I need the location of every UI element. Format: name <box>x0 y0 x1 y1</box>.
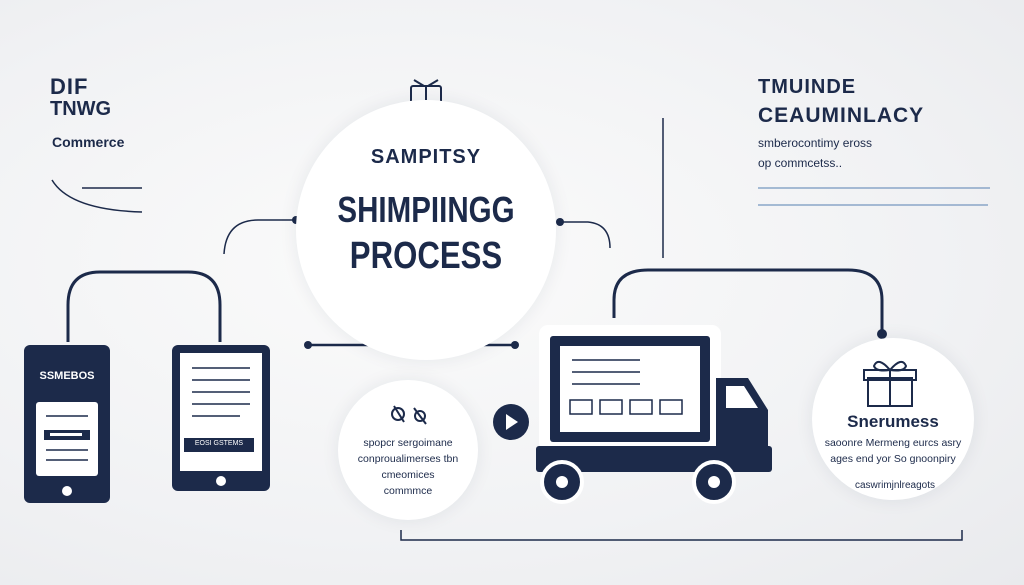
right-circle-line-2: ages end yor So gnoonpiry <box>830 453 956 465</box>
service-icon <box>391 405 427 425</box>
right-circle-footer: caswrimjnlreagots <box>854 480 936 491</box>
middle-circle-line-4: commmce <box>383 485 433 497</box>
top-left-subheading: Commerce <box>52 134 125 150</box>
delivery-truck-icon <box>536 325 772 504</box>
tablet-button-label: EOSI GSTEMS <box>194 440 244 447</box>
phone-screen-label: SSMEBOS <box>39 370 95 382</box>
top-left-heading-1: DIF <box>50 74 89 99</box>
main-title-circle <box>296 100 556 360</box>
right-circle-line-1: saoonre Mermeng eurcs asry <box>824 437 962 449</box>
middle-circle-line-3: cmeomices <box>381 469 435 481</box>
top-right-caption-2: op commcetss.. <box>758 156 843 170</box>
smartphone-icon <box>24 345 110 503</box>
right-info-circle <box>812 338 974 500</box>
middle-circle-line-2: conproualimerses tbn <box>357 453 459 465</box>
main-title-line-1: SHIMPIINGG <box>337 189 515 230</box>
middle-info-circle <box>338 380 478 520</box>
main-title-line-2: PROCESS <box>349 235 503 277</box>
play-icon <box>493 404 529 440</box>
gift-box-icon <box>863 360 917 407</box>
tablet-icon <box>172 345 270 491</box>
top-right-heading-2: CEAUMINLACY <box>758 104 925 127</box>
title-kicker: SAMPITSY <box>370 146 482 168</box>
top-right-heading-1: TMUINDE <box>758 76 857 98</box>
right-circle-title: Snerumess <box>847 412 939 431</box>
top-right-caption-1: smberocontimy eross <box>758 136 873 150</box>
middle-circle-line-1: spopcr sergoimane <box>363 437 453 449</box>
top-left-heading-2: TNWG <box>50 98 112 120</box>
